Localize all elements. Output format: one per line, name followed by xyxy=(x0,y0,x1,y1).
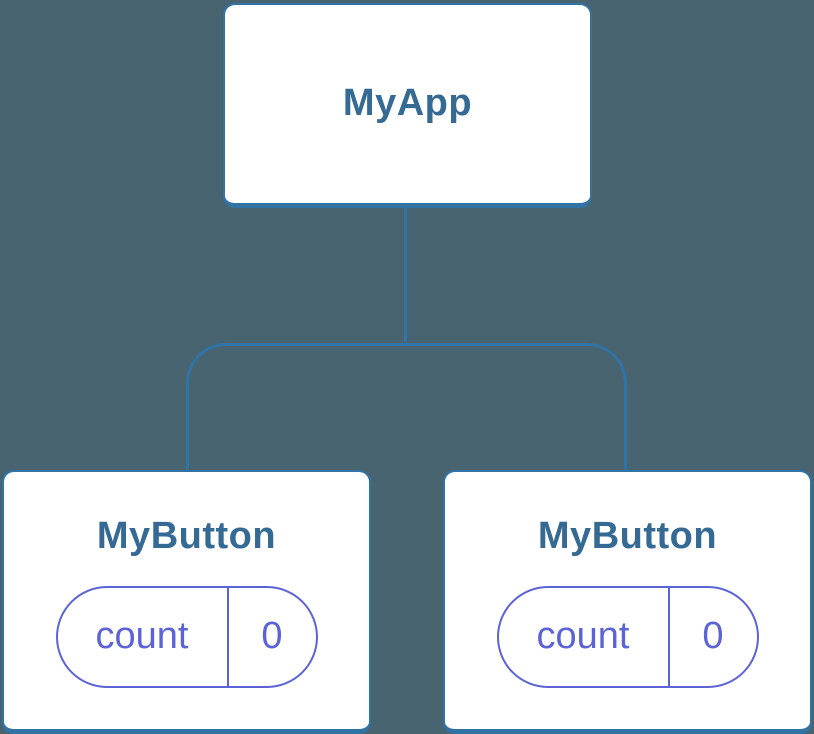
component-node-child-2: MyButton count 0 xyxy=(443,470,812,734)
tree-connector-stem xyxy=(404,208,407,344)
tree-connector-bracket xyxy=(186,343,627,470)
state-key-label: count xyxy=(536,615,630,658)
state-value: 0 xyxy=(667,587,757,686)
component-label: MyApp xyxy=(342,82,473,125)
state-pill: count 0 xyxy=(496,585,759,688)
component-node-root: MyApp xyxy=(223,3,592,208)
component-label: MyButton xyxy=(537,515,718,557)
state-key-label: count xyxy=(95,615,189,658)
component-label: MyButton xyxy=(96,515,277,557)
state-value: 0 xyxy=(226,587,316,686)
component-node-child-1: MyButton count 0 xyxy=(2,470,371,734)
state-pill: count 0 xyxy=(55,585,318,688)
